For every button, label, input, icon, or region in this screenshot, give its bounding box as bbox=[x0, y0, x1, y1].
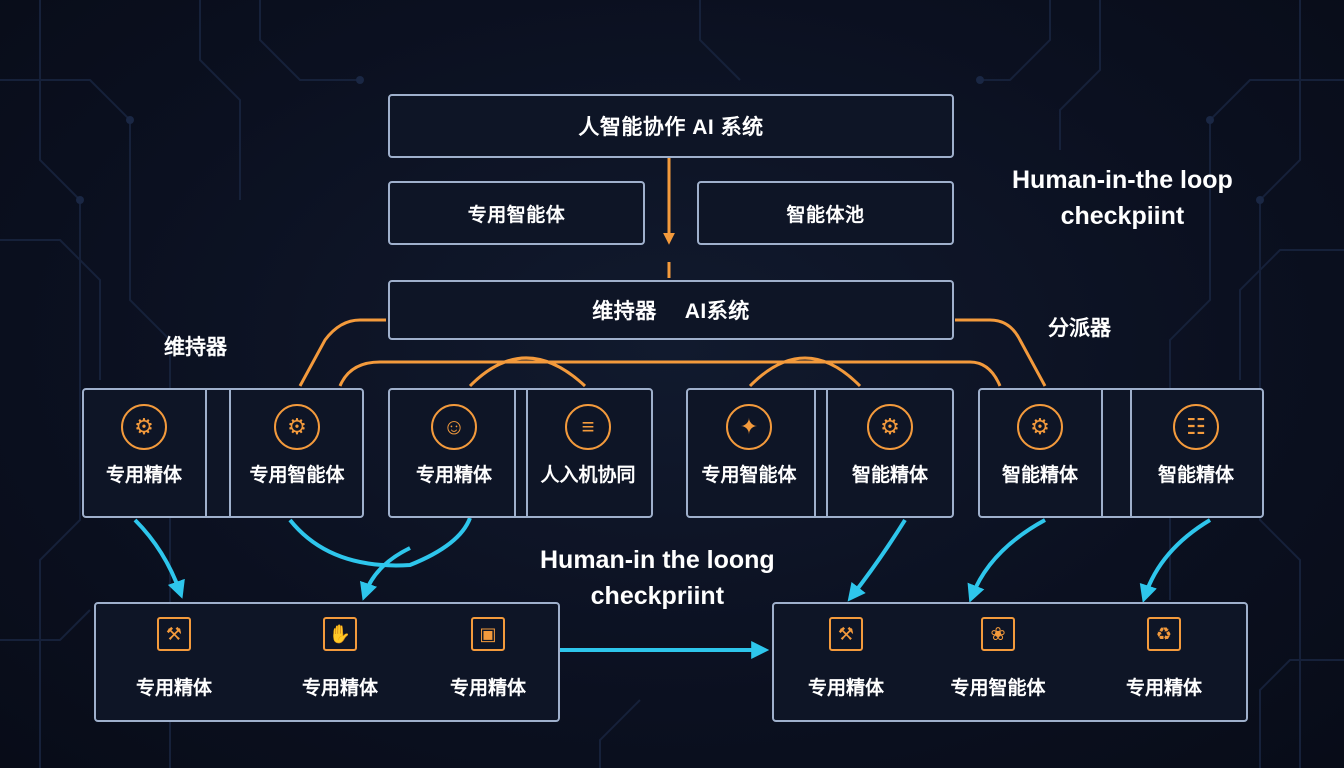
bottom-left-cell-3-label: 专用精体 bbox=[449, 678, 526, 699]
group-2-cell-2[interactable]: ≡ 人入机协同 bbox=[523, 404, 653, 487]
circuit-icon: ⚙ bbox=[121, 404, 167, 450]
top-system-box[interactable]: 人智能协作 AI 系统 bbox=[388, 94, 954, 158]
orange-curve-right bbox=[955, 318, 1047, 387]
bottom-left-cell-2-label: 专用精体 bbox=[301, 678, 378, 699]
sub-box-right[interactable]: 智能体池 bbox=[697, 181, 954, 245]
group-3-cell-1[interactable]: ✦ 专用智能体 bbox=[684, 404, 814, 487]
group-3-cell-1-label: 专用智能体 bbox=[701, 465, 797, 486]
bottom-right-cell-1-label: 专用精体 bbox=[807, 678, 884, 699]
brain-icon: ❀ bbox=[981, 617, 1015, 651]
cyan-arrow-5 bbox=[967, 518, 1046, 603]
tools-icon: ⚒ bbox=[157, 617, 191, 651]
gear-icon: ⚙ bbox=[1017, 404, 1063, 450]
recycle-icon: ♻ bbox=[1147, 617, 1181, 651]
hitl-caption-top: Human-in-the loop checkpiint bbox=[1012, 162, 1233, 234]
group-4-divider bbox=[1101, 390, 1103, 516]
bottom-right-cell-3-label: 专用精体 bbox=[1125, 678, 1202, 699]
sub-box-right-label: 智能体池 bbox=[786, 204, 865, 226]
bottom-left-cell-2[interactable]: ✋ 专用精体 bbox=[275, 617, 405, 700]
sub-box-left-label: 专用智能体 bbox=[467, 204, 566, 226]
hitl-caption-center-line2: checkpriint bbox=[590, 582, 725, 610]
bottom-box-left[interactable] bbox=[94, 602, 560, 722]
left-side-caption: 维持器 bbox=[164, 336, 227, 359]
group-1-cell-1-label: 专用精体 bbox=[105, 465, 182, 486]
tools-icon: ⚒ bbox=[829, 617, 863, 651]
group-2-cell-1-label: 专用精体 bbox=[415, 465, 492, 486]
star-icon: ✦ bbox=[726, 404, 772, 450]
group-4-divider-2 bbox=[1130, 390, 1132, 516]
group-2-cell-2-label: 人入机协同 bbox=[540, 465, 636, 486]
circuit-icon: ☷ bbox=[1173, 404, 1219, 450]
group-2-cell-1[interactable]: ☺ 专用精体 bbox=[389, 404, 519, 487]
bottom-left-cell-1[interactable]: ⚒ 专用精体 bbox=[109, 617, 239, 700]
cyan-arrow-6 bbox=[1139, 518, 1212, 603]
bottom-right-cell-2-label: 专用智能体 bbox=[950, 678, 1046, 699]
top-system-label: 人智能协作 AI 系统 bbox=[578, 116, 764, 139]
sub-box-left[interactable]: 专用智能体 bbox=[388, 181, 645, 245]
group-4-cell-2[interactable]: ☷ 智能精体 bbox=[1131, 404, 1261, 487]
document-icon: ≡ bbox=[565, 404, 611, 450]
orange-arc-2 bbox=[748, 356, 862, 388]
gear-icon: ⚙ bbox=[867, 404, 913, 450]
group-1-cell-1[interactable]: ⚙ 专用精体 bbox=[79, 404, 209, 487]
group-1-cell-2-label: 专用智能体 bbox=[249, 465, 345, 486]
group-1-divider-2 bbox=[229, 390, 231, 516]
group-4-cell-1-label: 智能精体 bbox=[1001, 465, 1078, 486]
mid-system-left-label: 维持器 bbox=[592, 300, 657, 323]
group-4-cell-1[interactable]: ⚙ 智能精体 bbox=[975, 404, 1105, 487]
bottom-left-cell-1-label: 专用精体 bbox=[135, 678, 212, 699]
chip-icon: ▣ bbox=[471, 617, 505, 651]
hitl-caption-top-line1: Human-in-the loop bbox=[1012, 166, 1233, 194]
bottom-right-cell-3[interactable]: ♻ 专用精体 bbox=[1099, 617, 1229, 700]
cyan-arrow-1 bbox=[133, 518, 185, 599]
gear-icon: ⚙ bbox=[274, 404, 320, 450]
orange-arc-1 bbox=[468, 356, 587, 388]
mid-system-box[interactable]: 维持器 AI系统 bbox=[388, 280, 954, 340]
orange-curve-left bbox=[298, 318, 386, 387]
group-1-divider bbox=[205, 390, 207, 516]
person-icon: ☺ bbox=[431, 404, 477, 450]
hitl-caption-center: Human-in the loong checkpriint bbox=[540, 542, 775, 614]
hitl-caption-center-line1: Human-in the loong bbox=[540, 546, 775, 574]
mid-system-right-label: AI系统 bbox=[684, 300, 750, 323]
cyan-arrow-4 bbox=[847, 518, 907, 602]
bottom-left-cell-3[interactable]: ▣ 专用精体 bbox=[423, 617, 553, 700]
group-3-divider-2 bbox=[826, 390, 828, 516]
group-1-cell-2[interactable]: ⚙ 专用智能体 bbox=[232, 404, 362, 487]
hand-icon: ✋ bbox=[323, 617, 357, 651]
bottom-right-cell-1[interactable]: ⚒ 专用精体 bbox=[781, 617, 911, 700]
group-2-divider bbox=[514, 390, 516, 516]
group-3-cell-2-label: 智能精体 bbox=[851, 465, 928, 486]
hitl-caption-top-line2: checkpiint bbox=[1060, 202, 1185, 230]
cyan-arrow-3 bbox=[360, 546, 411, 601]
group-3-divider bbox=[814, 390, 816, 516]
right-side-caption: 分派器 bbox=[1048, 317, 1111, 340]
agent-group-2[interactable] bbox=[388, 388, 653, 518]
group-3-cell-2[interactable]: ⚙ 智能精体 bbox=[825, 404, 955, 487]
orange-bus bbox=[338, 360, 1002, 387]
group-4-cell-2-label: 智能精体 bbox=[1157, 465, 1234, 486]
bottom-right-cell-2[interactable]: ❀ 专用智能体 bbox=[933, 617, 1063, 700]
bottom-box-right[interactable] bbox=[772, 602, 1248, 722]
cyan-arrow-2 bbox=[288, 517, 472, 568]
group-2-divider-2 bbox=[526, 390, 528, 516]
agent-group-3[interactable] bbox=[686, 388, 954, 518]
